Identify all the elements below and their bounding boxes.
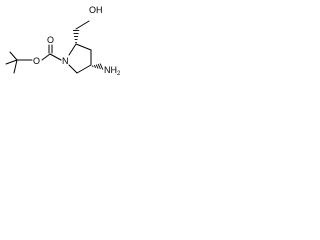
amine-nh-text: NH bbox=[104, 65, 117, 75]
molecule-structure-diagram: OH O O N NH2 bbox=[5, 5, 121, 77]
hashed-wedge-c2-ch2 bbox=[73, 30, 80, 43]
ring-nitrogen-label: N bbox=[62, 56, 69, 66]
hydroxyl-label: OH bbox=[89, 5, 103, 15]
ring-bond-c4-c5 bbox=[76, 64, 92, 74]
hashed-wedge-c4-nh2 bbox=[92, 63, 104, 70]
carbonyl-to-nitrogen-bond bbox=[49, 53, 62, 61]
ester-oxygen-label: O bbox=[33, 56, 40, 66]
amine-subscript: 2 bbox=[117, 71, 121, 77]
carbonyl-oxygen-label: O bbox=[47, 35, 54, 45]
ring-bond-c2-c3 bbox=[75, 43, 92, 51]
ring-bond-n-c2 bbox=[68, 43, 77, 56]
tbutyl-methyl-bottom-bond bbox=[13, 59, 18, 74]
amine-label: NH2 bbox=[104, 65, 121, 77]
tbutyl-methyl-top-bond bbox=[9, 51, 18, 61]
tbutyl-methyl-left-bond bbox=[5, 59, 18, 65]
ester-oxygen-to-carbonyl-bond bbox=[41, 53, 51, 61]
ring-bond-c5-n bbox=[68, 64, 78, 74]
ch2-to-hydroxyl-bond bbox=[75, 20, 90, 30]
